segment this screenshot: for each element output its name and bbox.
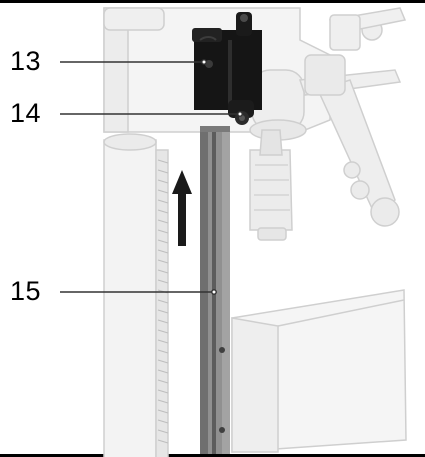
callout-number-15: 15	[10, 276, 42, 306]
up-arrow-icon	[172, 170, 192, 246]
callout-number-14: 14	[10, 98, 42, 128]
leader-dot-14	[237, 111, 243, 117]
column-rack-teeth	[157, 159, 169, 444]
leader-dot-15	[211, 289, 217, 295]
part-13-bracket	[192, 12, 262, 110]
bottom-border	[0, 454, 425, 457]
chuck-knurl	[254, 164, 290, 211]
top-border	[0, 0, 425, 3]
leader-lines	[60, 59, 243, 295]
ghosted-background	[103, 7, 407, 457]
callout-number-13: 13	[10, 46, 42, 76]
leader-dot-13	[201, 59, 207, 65]
